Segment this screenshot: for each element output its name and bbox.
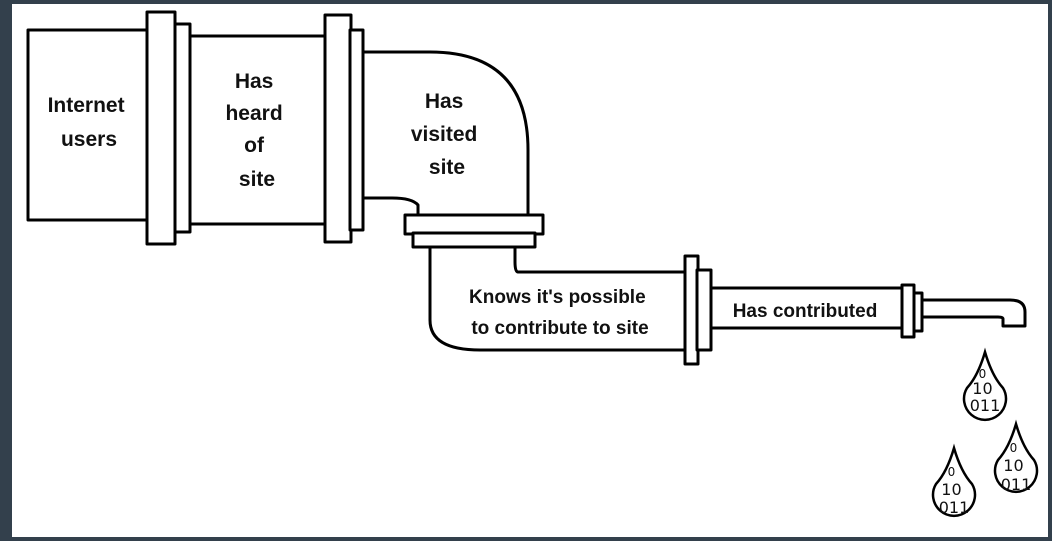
label-line: Has bbox=[235, 70, 274, 93]
pipe-heard-of-site bbox=[186, 34, 328, 226]
label-line: visited bbox=[411, 123, 478, 146]
label-line: heard bbox=[225, 102, 282, 125]
label-line: Has bbox=[425, 90, 464, 113]
label-line: to contribute to site bbox=[471, 318, 648, 339]
label-line: Internet bbox=[48, 94, 125, 117]
label-internet-users: Internet users bbox=[48, 94, 131, 151]
faucet-spout bbox=[916, 298, 1027, 328]
label-line: site bbox=[239, 168, 275, 191]
drop-text: 0 10 011 bbox=[939, 461, 970, 517]
label-line: site bbox=[429, 156, 465, 179]
drop-text: 0 10 011 bbox=[970, 363, 1001, 415]
pipe-visited-site-elbow bbox=[358, 50, 530, 217]
drop-text: 0 10 011 bbox=[1001, 437, 1032, 494]
pipe-internet-users bbox=[26, 28, 150, 222]
binary-drop: 0 10 011 bbox=[962, 347, 1008, 422]
binary-drop: 0 10 011 bbox=[931, 443, 977, 518]
flange-4 bbox=[683, 254, 713, 366]
flange-3 bbox=[403, 213, 545, 249]
flange-2 bbox=[323, 13, 365, 244]
binary-drop: 0 10 011 bbox=[993, 419, 1039, 494]
label-line: users bbox=[61, 128, 117, 151]
diagram-frame: Internet users Has heard of site Has vis… bbox=[12, 4, 1048, 537]
label-visited-site: Has visited site bbox=[411, 90, 483, 179]
label-line: Has contributed bbox=[733, 301, 878, 322]
label-contributed: Has contributed bbox=[733, 301, 878, 322]
contribution-pipeline-diagram: Internet users Has heard of site Has vis… bbox=[26, 10, 1039, 518]
label-line: of bbox=[244, 134, 265, 157]
flange-5 bbox=[900, 283, 924, 339]
label-line: Knows it's possible bbox=[469, 287, 646, 308]
label-knows-contribute: Knows it's possible to contribute to sit… bbox=[469, 287, 651, 339]
label-heard-of-site: Has heard of site bbox=[225, 70, 288, 191]
flange-1 bbox=[145, 10, 192, 246]
